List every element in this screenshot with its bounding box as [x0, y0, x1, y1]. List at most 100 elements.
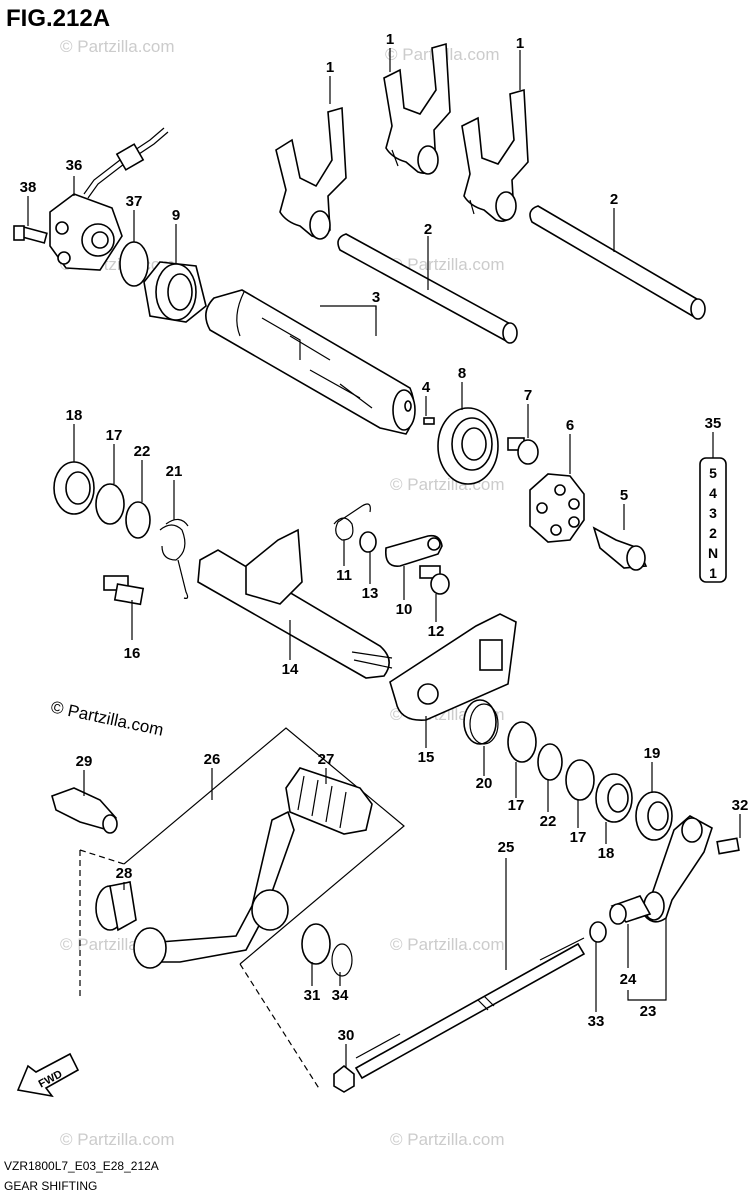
callout-21: 21 [166, 463, 183, 480]
fork-shaft-upper [337, 233, 518, 344]
gearshift-lever-assembly [79, 727, 405, 1091]
callout-6: 6 [566, 417, 574, 434]
figure-name: GEAR SHIFTING [4, 1179, 97, 1193]
cam-stopper-plate [529, 473, 585, 543]
callout-29: 29 [76, 753, 93, 770]
gear-shift-arm-plate [389, 613, 517, 721]
watermark: © Partzilla.com [390, 255, 505, 274]
nut-33 [589, 921, 607, 943]
callout-4: 4 [422, 379, 431, 396]
callout-22: 22 [540, 813, 557, 830]
spring-20 [463, 699, 499, 745]
gear-indicator: 5 4 3 2 N 1 [699, 432, 727, 583]
bolt-32 [716, 837, 740, 855]
bolt-12 [419, 565, 450, 595]
stopper-arm-10 [384, 534, 443, 567]
callout-5: 5 [620, 487, 628, 504]
callout-12: 12 [428, 623, 445, 640]
callout-22: 22 [134, 443, 151, 460]
callout-1: 1 [516, 35, 524, 52]
callout-26: 26 [204, 751, 221, 768]
callouts: 1 1 1 2 2 3 4 5 6 7 8 9 10 11 12 13 14 1… [20, 31, 749, 1044]
callout-13: 13 [362, 585, 379, 602]
rubber-28 [95, 881, 137, 932]
callout-11: 11 [336, 567, 352, 584]
fwd-arrow-icon: FWD [16, 1052, 80, 1098]
callout-1: 1 [386, 31, 394, 48]
spring-11 [333, 503, 371, 541]
joint-24 [609, 895, 652, 925]
callout-10: 10 [396, 601, 413, 618]
callout-23: 23 [640, 1003, 657, 1020]
screw-7 [507, 437, 539, 465]
gear-3: 3 [709, 505, 717, 521]
circlip-22-left [125, 501, 151, 539]
callout-20: 20 [476, 775, 493, 792]
callout-1: 1 [326, 59, 334, 76]
callout-28: 28 [116, 865, 133, 882]
gear-4: 4 [709, 485, 717, 501]
shift-cam [205, 289, 416, 435]
bearing-9 [143, 261, 207, 323]
callout-30: 30 [338, 1027, 355, 1044]
watermark: © Partzilla.com [390, 475, 505, 494]
washer-17-a [507, 721, 537, 763]
callout-25: 25 [498, 839, 515, 856]
figure-code: VZR1800L7_E03_E28_212A [4, 1159, 159, 1173]
callout-18: 18 [598, 845, 615, 862]
watermark: © Partzilla.com [390, 935, 505, 954]
callout-31: 31 [304, 987, 321, 1004]
gear-n: N [708, 545, 718, 561]
callout-3: 3 [372, 289, 380, 306]
callout-34: 34 [332, 987, 349, 1004]
washer-17-left [95, 483, 125, 525]
watermark-main: © Partzilla.com [49, 697, 165, 739]
cam-bearing [437, 407, 499, 485]
shift-fork-left [275, 106, 347, 240]
callout-18: 18 [66, 407, 83, 424]
callout-19: 19 [644, 745, 661, 762]
o-ring-37 [119, 241, 149, 287]
callout-16: 16 [124, 645, 141, 662]
screw-38 [13, 225, 48, 244]
pin-5 [592, 526, 648, 571]
callout-37: 37 [126, 193, 143, 210]
shift-fork-right [461, 88, 529, 222]
cam-pin [423, 417, 435, 425]
callout-36: 36 [66, 157, 83, 174]
return-spring-21 [159, 518, 189, 599]
washer-31 [301, 923, 331, 965]
callout-7: 7 [524, 387, 532, 404]
callout-2: 2 [610, 191, 618, 208]
callout-38: 38 [20, 179, 37, 196]
callout-24: 24 [620, 971, 637, 988]
gear-shift-shaft [197, 528, 393, 679]
callout-8: 8 [458, 365, 466, 382]
callout-32: 32 [732, 797, 749, 814]
clip-34 [331, 943, 353, 977]
bolt-16 [103, 575, 145, 606]
callout-17: 17 [570, 829, 587, 846]
gear-5: 5 [709, 465, 717, 481]
figure-title: FIG.212A [6, 5, 110, 32]
watermark: © Partzilla.com [60, 37, 175, 56]
callout-17: 17 [508, 797, 525, 814]
bearing-18-left [53, 461, 95, 515]
callout-27: 27 [318, 751, 335, 768]
fork-shaft-lower [529, 205, 706, 320]
washer-17-b [565, 759, 595, 801]
watermark: © Partzilla.com [60, 1130, 175, 1149]
callout-14: 14 [282, 661, 299, 678]
gearshift-rod [354, 937, 586, 1080]
oil-seal-19 [635, 791, 673, 841]
gear-position-sensor [49, 127, 169, 271]
circlip-22-right [537, 743, 563, 781]
nut-30 [333, 1064, 355, 1093]
bolt-29 [51, 787, 118, 834]
callout-15: 15 [418, 749, 435, 766]
callout-2: 2 [424, 221, 432, 238]
watermark: © Partzilla.com [390, 1130, 505, 1149]
washer-13 [359, 531, 377, 553]
callout-9: 9 [172, 207, 180, 224]
